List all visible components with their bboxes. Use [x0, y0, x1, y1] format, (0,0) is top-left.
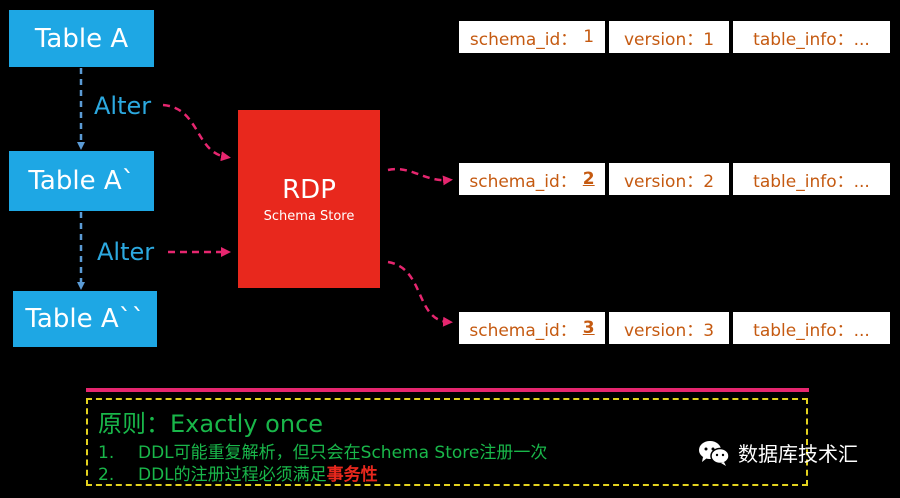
row-1-schema-value: 1: [583, 27, 595, 47]
table-a2-box: Table A``: [13, 291, 157, 347]
row-3-schema-label: schema_id：: [469, 320, 577, 341]
table-a1-box: Table A`: [9, 151, 154, 211]
alter-label-2: Alter: [97, 238, 155, 266]
principle-item-2-emphasis: 事务性: [326, 465, 378, 485]
principle-title: 原则：Exactly once: [98, 410, 324, 438]
rdp-to-row-2-arrow: [387, 167, 453, 186]
row-2-version: version：2: [609, 163, 729, 195]
row-3-table-info: table_info：...: [733, 312, 890, 344]
table-a1-label: Table A`: [28, 166, 135, 196]
principle-item-2: 2. DDL的注册过程必须满足事务性: [98, 460, 378, 485]
principle-item-2-number: 2.: [98, 465, 115, 485]
row-3-table-info-text: table_info：...: [753, 320, 870, 341]
rdp-subtitle: Schema Store: [263, 208, 355, 224]
row-2-version-text: version：2: [623, 171, 715, 192]
row-1-schema-label: schema_id：: [469, 29, 578, 50]
alter-1-to-rdp-arrow: [162, 103, 231, 162]
principle-item-1-number: 1.: [98, 443, 115, 463]
row-3-schema-value: 3: [582, 318, 595, 338]
brand-watermark: 数据库技术汇: [698, 438, 858, 467]
row-3-version-text: version：3: [623, 320, 715, 341]
row-2-schema-value: 2: [582, 169, 595, 189]
table-a2-label: Table A``: [25, 304, 145, 334]
row-2-table-info-text: table_info：...: [753, 171, 870, 192]
row-1-table-info-text: table_info：...: [753, 29, 870, 50]
brand-name: 数据库技术汇: [738, 442, 858, 466]
table-a-label: Table A: [34, 23, 129, 54]
principle-item-1-text: DDL可能重复解析，但只会在Schema Store注册一次: [138, 443, 548, 463]
principle-box: 原则：Exactly once 1. DDL可能重复解析，但只会在Schema S…: [86, 398, 808, 486]
row-1-schema-id: schema_id：1: [459, 21, 605, 53]
row-2-table-info: table_info：...: [733, 163, 890, 195]
row-2-schema-id: schema_id：2: [459, 163, 605, 195]
alter-label-1: Alter: [94, 92, 152, 120]
row-3-version: version：3: [609, 312, 729, 344]
section-divider: [86, 388, 809, 392]
rdp-schema-store-box: RDP Schema Store: [238, 110, 380, 288]
row-2-schema-label: schema_id：: [469, 171, 577, 192]
rdp-title: RDP: [282, 174, 336, 205]
principle-item-1: 1. DDL可能重复解析，但只会在Schema Store注册一次: [98, 438, 547, 463]
row-1-table-info: table_info：...: [733, 21, 890, 53]
row-1-version: version：1: [609, 21, 729, 53]
rdp-to-row-3-arrow: [387, 260, 453, 327]
row-3-schema-id: schema_id：3: [459, 312, 605, 344]
row-1-version-text: version：1: [623, 29, 715, 50]
table-a-box: Table A: [9, 10, 154, 67]
wechat-icon: [699, 440, 730, 466]
principle-item-2-text: DDL的注册过程必须满足: [138, 465, 327, 485]
